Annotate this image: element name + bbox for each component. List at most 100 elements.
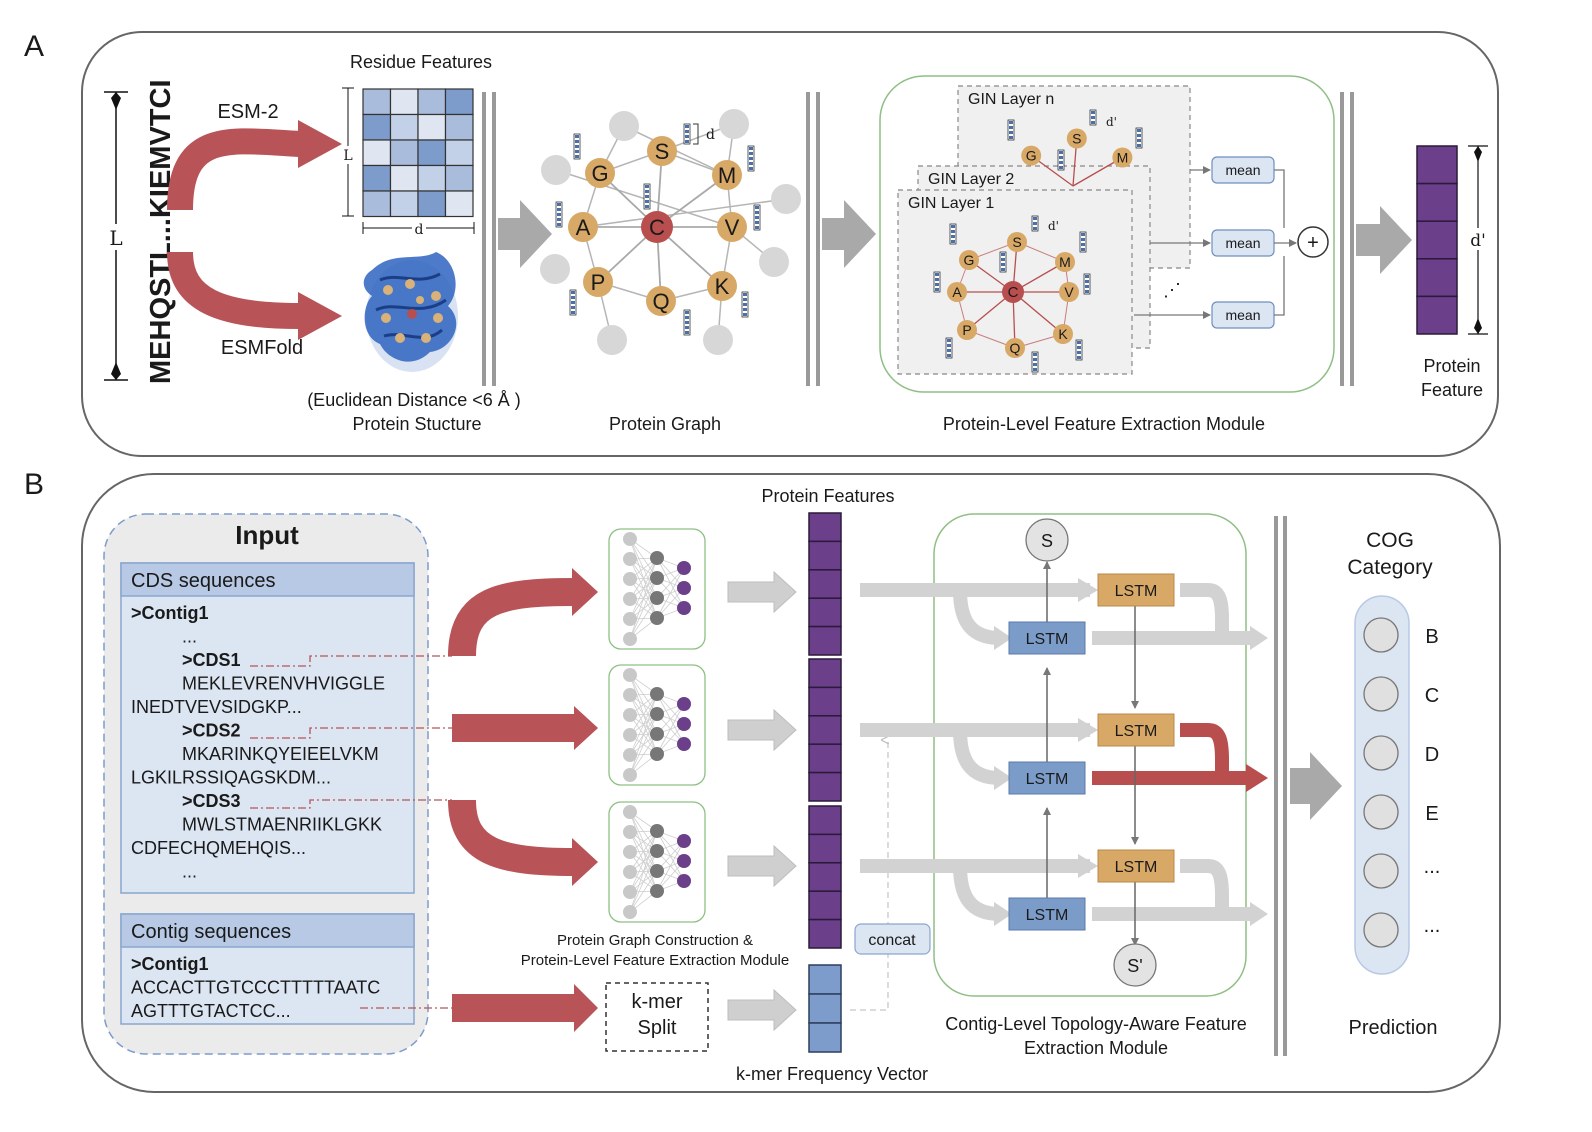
input-neuron <box>623 845 637 859</box>
feature-glyph <box>1079 231 1087 253</box>
cds1-arrow <box>448 578 575 657</box>
topology-module-frame <box>933 513 1247 997</box>
matrix-cell <box>444 190 474 218</box>
gin-residue-node <box>1007 232 1027 252</box>
cds-line: MEKLEVRENVHVIGGLE <box>182 674 385 694</box>
gin-residue-node <box>1112 147 1133 168</box>
kmer-cell <box>808 964 842 995</box>
cds-line: >CDS3 <box>182 791 241 811</box>
protein-feature-label-1: Protein <box>1423 356 1480 376</box>
start-node-label: S <box>1041 531 1053 551</box>
panel-b-label: B <box>24 468 44 501</box>
cds-line: >Contig1 <box>131 603 209 623</box>
output-neuron <box>677 697 691 711</box>
lstm-backward <box>1008 897 1086 931</box>
kmer-cell <box>808 1022 842 1053</box>
gin-residue-label: G <box>1026 148 1037 164</box>
protein-feature-cell <box>808 890 842 921</box>
protein-feature-cell <box>808 918 842 949</box>
feature-glyph <box>683 123 691 145</box>
matrix-col-symbol: d <box>415 222 424 238</box>
cog-category-nodes: BCDE...... <box>1363 617 1441 948</box>
output-neuron <box>677 834 691 848</box>
residue-node <box>717 212 747 242</box>
residue-features-label: Residue Features <box>350 52 492 72</box>
residue-node <box>647 136 677 166</box>
mean-label: mean <box>1225 235 1260 251</box>
cog-label: ... <box>1424 915 1441 937</box>
unlabeled-residue-node <box>541 155 571 185</box>
feature-dim-symbol: d' <box>1470 231 1486 251</box>
cds-line: >CDS1 <box>182 650 241 670</box>
protein-feature-cell <box>808 715 842 745</box>
protein-feature-cell <box>808 771 842 802</box>
hidden-neuron <box>650 727 664 741</box>
input-neuron <box>623 728 637 742</box>
residue-feature-matrix <box>362 88 474 218</box>
gin-residue-label: V <box>1064 284 1074 300</box>
protein-feature-stacks <box>808 512 842 949</box>
kmer-split-label-1: k-mer <box>631 991 682 1013</box>
cds2-arrow <box>452 706 598 750</box>
output-neuron <box>677 561 691 575</box>
protein-feature-cell <box>808 805 842 836</box>
matrix-cell <box>417 164 447 192</box>
contig-sequence-list: >Contig1ACCACTTGTCCCTTTTTAATCAGTTTGTACTC… <box>131 954 380 1021</box>
topology-module-label-2: Extraction Module <box>1024 1038 1168 1058</box>
gin-residue-node <box>1055 252 1075 272</box>
lstm-label: LSTM <box>1026 631 1069 648</box>
kmer-cell <box>808 993 842 1024</box>
cog-node <box>1363 735 1399 771</box>
feature-glyph <box>1057 149 1065 171</box>
gin-center-node <box>1002 281 1024 303</box>
cds-line: MKARINKQYEIEELVKM <box>182 744 379 764</box>
lstm-label: LSTM <box>1115 583 1158 600</box>
cds-line: >CDS2 <box>182 721 241 741</box>
gin-dim-label: d' <box>1048 219 1059 233</box>
matrix-cell <box>444 88 474 116</box>
residue-label: S <box>655 139 670 164</box>
gin-residue-node <box>1066 128 1087 149</box>
lstm-label: LSTM <box>1115 723 1158 740</box>
matrix-cell <box>389 113 419 141</box>
contig-header: Contig sequences <box>131 921 291 943</box>
node-dim-label: d <box>706 127 715 143</box>
input-neuron <box>623 552 637 566</box>
input-neuron <box>623 592 637 606</box>
cds-line: CDFECHQMEHQIS... <box>131 838 306 858</box>
kmer-frequency-vector <box>808 964 842 1053</box>
unlabeled-residue-node <box>540 254 570 284</box>
panel-a-frame <box>81 31 1499 457</box>
sum-node <box>1297 226 1329 258</box>
protein-feature-cell <box>808 833 842 864</box>
input-neuron <box>623 905 637 919</box>
residue-label: G <box>591 161 608 186</box>
cds-line: MWLSTMAENRIIKLGKK <box>182 815 382 835</box>
input-neuron <box>623 532 637 546</box>
residue-node <box>585 158 615 188</box>
gin-residue-node <box>1059 282 1079 302</box>
hidden-neuron <box>650 864 664 878</box>
topology-module-label-1: Contig-Level Topology-Aware Feature <box>945 1014 1247 1034</box>
matrix-cell <box>389 88 419 116</box>
feature-glyph <box>1089 109 1097 126</box>
gin-residue-label: M <box>1059 254 1071 270</box>
residue-label: P <box>591 270 606 295</box>
residue-node <box>646 286 676 316</box>
separator-b <box>1274 516 1278 1056</box>
cog-label: D <box>1425 744 1439 766</box>
kmer-split-box <box>605 982 709 1052</box>
gin-residue-label: P <box>962 322 971 338</box>
matrix-cell <box>444 139 474 167</box>
residue-node <box>707 271 737 301</box>
mean-label: mean <box>1225 307 1260 323</box>
matrix-cell <box>389 139 419 167</box>
lstm-label: LSTM <box>1026 771 1069 788</box>
lstm-label: LSTM <box>1026 907 1069 924</box>
cds-line: ... <box>182 862 197 882</box>
esm2-arrow <box>167 128 301 211</box>
hidden-neuron <box>650 571 664 585</box>
gin-residue-node <box>959 250 979 270</box>
matrix-cell <box>362 139 392 167</box>
esmfold-arrow <box>167 251 301 329</box>
